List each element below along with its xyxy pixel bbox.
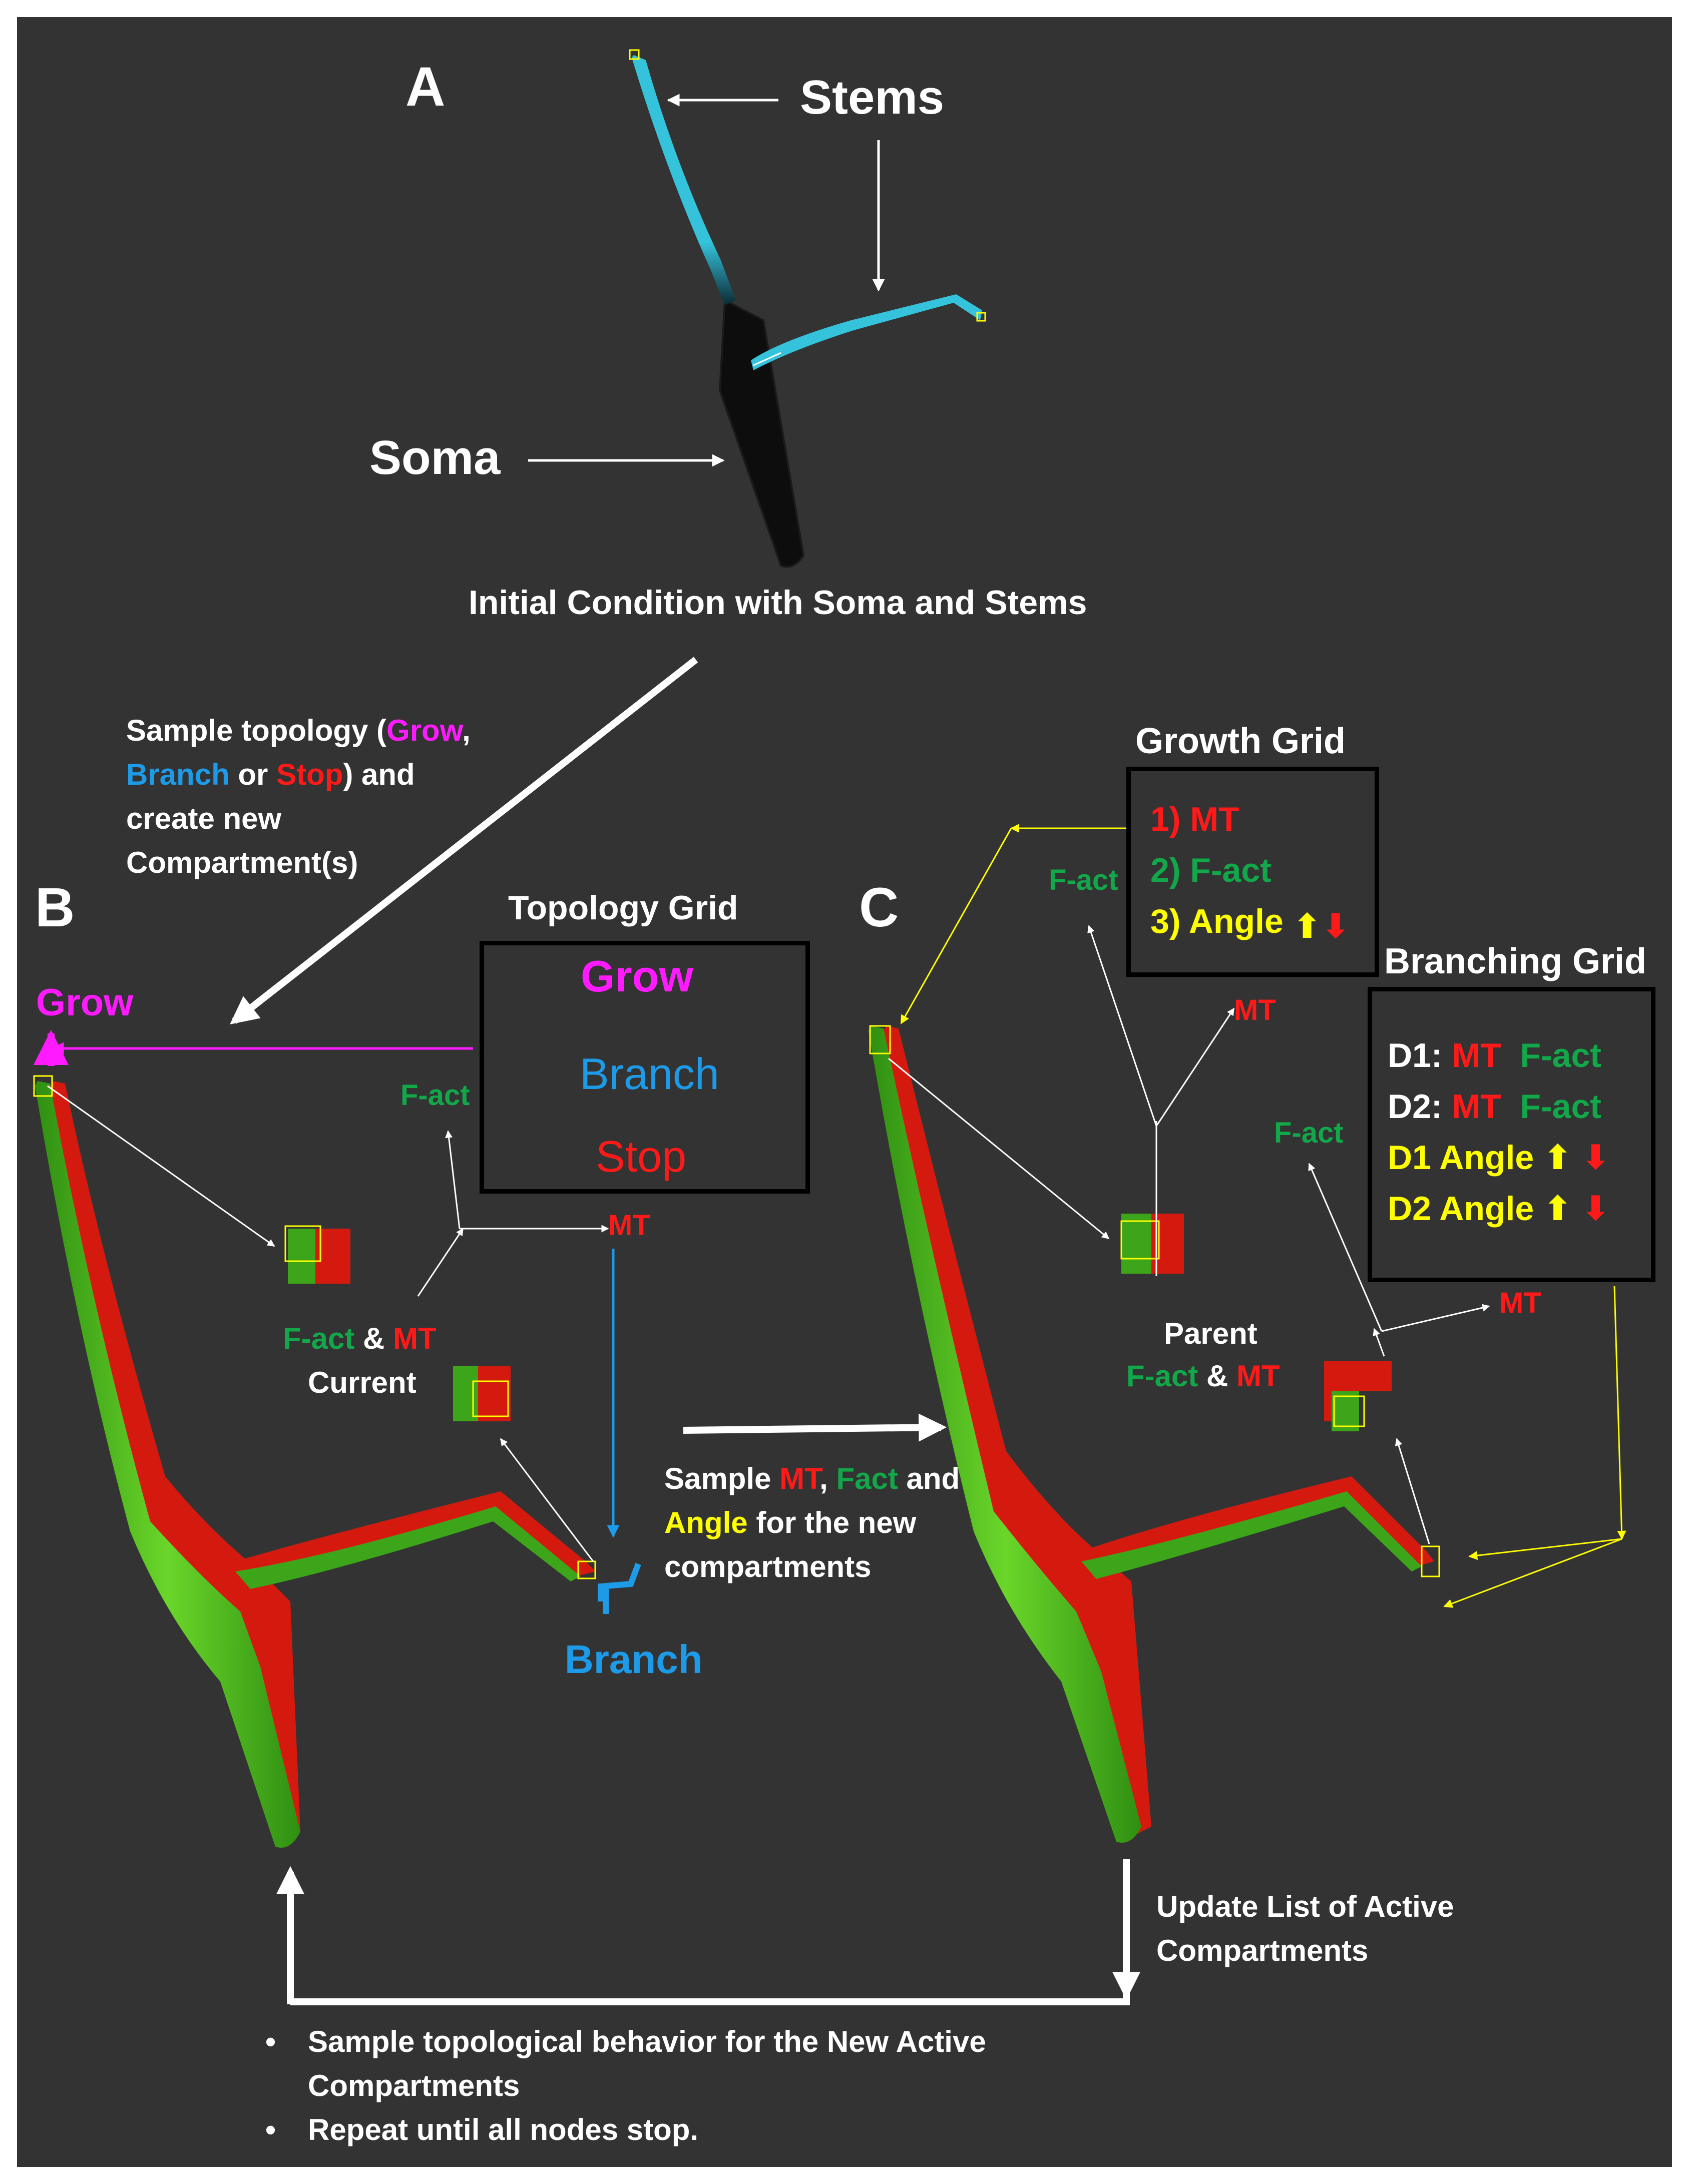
neuron-b: [33, 1075, 596, 1848]
b-fact-label: F-act: [400, 1079, 470, 1112]
topology-branch: Branch: [580, 1049, 719, 1099]
topology-grid-box: [480, 941, 810, 1194]
middle-line1: Sample MT, Fact and: [664, 1462, 960, 1495]
red-down-arrow-icon: ⬇: [1581, 1139, 1610, 1177]
yellow-up-arrow-icon: ⬆: [1543, 1190, 1572, 1228]
growth-grid-box: [1126, 767, 1379, 977]
panel-a-caption: Initial Condition with Soma and Stems: [469, 584, 1087, 622]
branching-d2-angle: D2 Angle ⬆ ⬇: [1388, 1190, 1610, 1228]
sample-topology-line4: Compartment(s): [126, 846, 358, 879]
red-down-arrow-icon: ⬇: [1321, 907, 1350, 945]
compartment-b-current: [453, 1366, 511, 1421]
topology-stop: Stop: [596, 1132, 687, 1181]
branching-grid-title: Branching Grid: [1384, 941, 1647, 981]
grow-label: Grow: [36, 981, 134, 1024]
bullet-2-glyph: •: [265, 2113, 276, 2146]
b-current-fact-mt: F-act & MT: [283, 1322, 437, 1355]
c-parent-label: Parent: [1164, 1317, 1257, 1350]
panel-a-letter: A: [405, 56, 446, 118]
bullet-1-line1: Sample topological behavior for the New …: [308, 2025, 986, 2058]
middle-line3: compartments: [664, 1550, 872, 1583]
branching-grid-box: [1368, 987, 1655, 1282]
red-down-arrow-icon: ⬇: [1581, 1190, 1610, 1228]
branching-d2: D2: MT F-act: [1388, 1087, 1601, 1126]
panel-b-letter: B: [35, 877, 75, 938]
stem-a-vertical: [632, 55, 736, 305]
panel-c-letter: C: [859, 877, 899, 938]
growth-grid-title: Growth Grid: [1135, 721, 1346, 761]
update-line1: Update List of Active: [1156, 1890, 1454, 1923]
sample-topology-line2: Branch or Stop) and: [126, 758, 415, 791]
stems-label: Stems: [800, 71, 945, 124]
topology-grow: Grow: [581, 951, 693, 1001]
compartment-c-top: [1120, 1214, 1184, 1274]
bullet-2-text: Repeat until all nodes stop.: [308, 2113, 699, 2146]
c-mt-top: MT: [1234, 994, 1276, 1026]
soma-a: [718, 298, 805, 568]
yellow-up-arrow-icon: ⬆: [1293, 907, 1322, 945]
b-current-label: Current: [308, 1366, 416, 1399]
growth-item3: 3) Angle ⬆⬇: [1150, 902, 1350, 945]
middle-line2: Angle for the new: [664, 1506, 917, 1539]
c-fact-right: F-act: [1274, 1117, 1344, 1149]
neuron-c: [869, 1025, 1440, 1843]
sample-topology-line3: create new: [126, 802, 282, 835]
compartment-c-parent: [1324, 1361, 1392, 1431]
c-fact-top: F-act: [1049, 864, 1118, 896]
bullet-1-glyph: •: [265, 2025, 276, 2058]
branching-d1-angle: D1 Angle ⬆ ⬇: [1388, 1139, 1610, 1177]
topology-grid-title: Topology Grid: [508, 889, 738, 927]
c-parent-fact-mt: F-act & MT: [1126, 1359, 1280, 1393]
neuron-b-green: [35, 1081, 300, 1848]
b-branch-label: Branch: [565, 1637, 703, 1682]
branching-d1: D1: MT F-act: [1388, 1036, 1601, 1074]
branch-glyph-b: [598, 1562, 641, 1614]
bullet-1-line2: Compartments: [308, 2069, 520, 2102]
neuron-a: [629, 49, 986, 568]
soma-label: Soma: [369, 431, 501, 484]
yellow-up-arrow-icon: ⬆: [1543, 1139, 1572, 1177]
update-line2: Compartments: [1156, 1934, 1369, 1967]
b-mt-label: MT: [608, 1209, 650, 1242]
compartment-b-top: [284, 1225, 350, 1284]
sample-topology-line1: Sample topology (Grow,: [126, 714, 471, 747]
growth-item2: 2) F-act: [1150, 851, 1272, 889]
c-mt-right: MT: [1499, 1287, 1541, 1319]
stem-a-branch: [751, 294, 982, 370]
growth-item1: 1) MT: [1150, 800, 1239, 838]
